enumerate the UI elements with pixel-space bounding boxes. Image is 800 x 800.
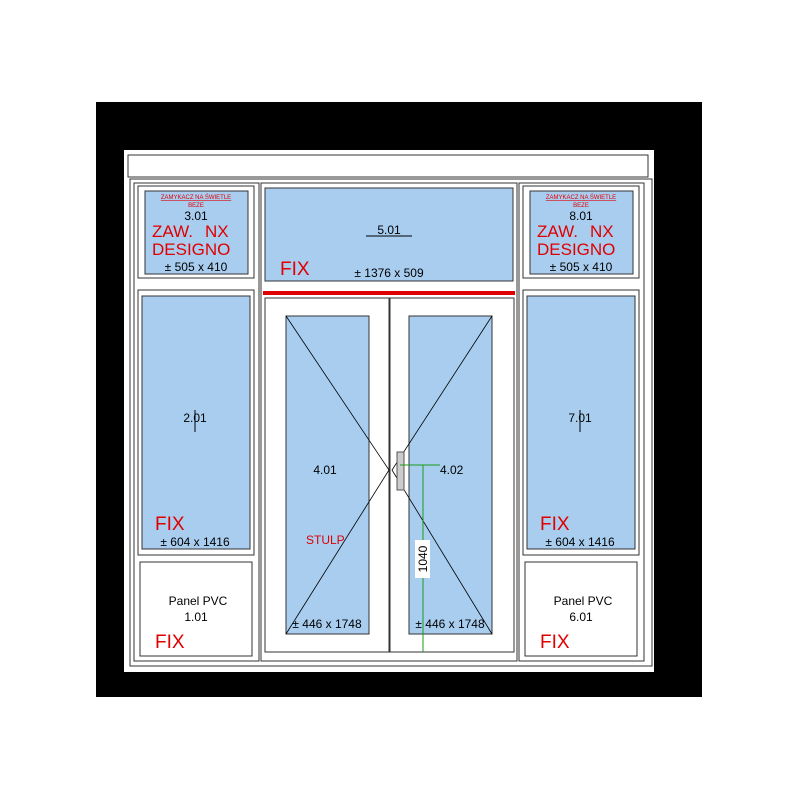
sash-id: 4.02 — [440, 463, 464, 477]
dim-left-2: 1500 — [102, 404, 123, 446]
dim-right-top: 130 — [660, 150, 681, 182]
sash-size: ± 604 x 1416 — [545, 535, 615, 549]
top-profile — [127, 154, 649, 178]
panel-label: Panel PVC — [554, 594, 613, 608]
overlay-zaw: ZAW. — [152, 222, 193, 241]
fix-label: FIX — [540, 514, 570, 535]
closer-note-2: BEZE — [573, 203, 589, 209]
sash-id: 5.01 — [377, 223, 401, 237]
dim-bottom-3: 730 — [569, 676, 601, 697]
dim-right-1: 2710 — [660, 399, 681, 441]
transom-5-01[interactable]: 5.01 FIX ± 1376 x 509 — [263, 187, 515, 295]
sash-id: 1.01 — [184, 610, 208, 624]
sash-id: 3.01 — [184, 209, 208, 223]
door-leaf-4-02[interactable]: 1040 4.02 ± 446 x 1748 — [389, 297, 515, 653]
sash-id: 4.01 — [313, 463, 337, 477]
dim-left-1: 615 — [102, 217, 123, 249]
sash-size: ± 446 x 1748 — [292, 617, 362, 631]
fixed-pane-7-01[interactable]: 7.01 FIX ± 604 x 1416 — [522, 289, 640, 556]
closer-note-2: BEZE — [188, 203, 204, 209]
fix-label: FIX — [540, 632, 570, 653]
overlay-nx: NX — [205, 222, 229, 241]
fix-label: FIX — [155, 632, 185, 653]
dim-top-right: 20 — [637, 127, 658, 148]
overlay-nx: NX — [590, 222, 614, 241]
overlay-designo: DESIGNO — [537, 240, 615, 259]
overlay-designo: DESIGNO — [152, 240, 230, 259]
sash-size: ± 1376 x 509 — [354, 266, 424, 280]
panel-1-01[interactable]: Panel PVC 1.01 FIX — [139, 561, 253, 657]
overlay-zaw: ZAW. — [537, 222, 578, 241]
fix-label: FIX — [280, 259, 310, 280]
dim-right-2: 2860 — [682, 399, 703, 441]
sash-size: ± 604 x 1416 — [160, 535, 230, 549]
dim-left-top: 130 — [102, 150, 123, 182]
sash-8-01[interactable]: ZAMYKACZ NA ŚWIETLE BEZE 8.01 ZAW. NX DE… — [522, 185, 640, 279]
dim-top-left: 20 — [119, 127, 140, 148]
dim-top-total: 2920 — [369, 104, 411, 125]
transom-divider — [263, 291, 515, 295]
sash-id: 6.01 — [569, 610, 593, 624]
sash-size: ± 446 x 1748 — [415, 617, 485, 631]
panel-label: Panel PVC — [169, 594, 228, 608]
door-handle[interactable] — [396, 451, 405, 491]
dim-bottom-1: 730 — [177, 676, 209, 697]
dim-right-bottom: 20 — [660, 651, 681, 672]
sash-size: ± 505 x 410 — [165, 260, 228, 274]
dim-left-3: 615 — [102, 596, 123, 628]
panel-6-01[interactable]: Panel PVC 6.01 FIX — [524, 561, 638, 657]
dim-top-inner: 2880 — [369, 127, 411, 148]
closer-note: ZAMYKACZ NA ŚWIETLE — [546, 193, 616, 201]
closer-note: ZAMYKACZ NA ŚWIETLE — [161, 193, 231, 201]
fix-label: FIX — [155, 514, 185, 535]
door-leaf-4-01[interactable]: 4.01 STULP ± 446 x 1748 — [264, 297, 390, 653]
handle-height: 1040 — [416, 545, 430, 572]
fixed-pane-2-01[interactable]: 2.01 FIX ± 604 x 1416 — [137, 289, 255, 556]
sash-size: ± 505 x 410 — [550, 260, 613, 274]
stulp-label: STULP — [306, 533, 345, 547]
dim-bottom-2: 1460 — [368, 676, 410, 697]
sash-3-01[interactable]: ZAMYKACZ NA ŚWIETLE BEZE 3.01 ZAW. NX DE… — [137, 185, 255, 279]
sash-id: 8.01 — [569, 209, 593, 223]
